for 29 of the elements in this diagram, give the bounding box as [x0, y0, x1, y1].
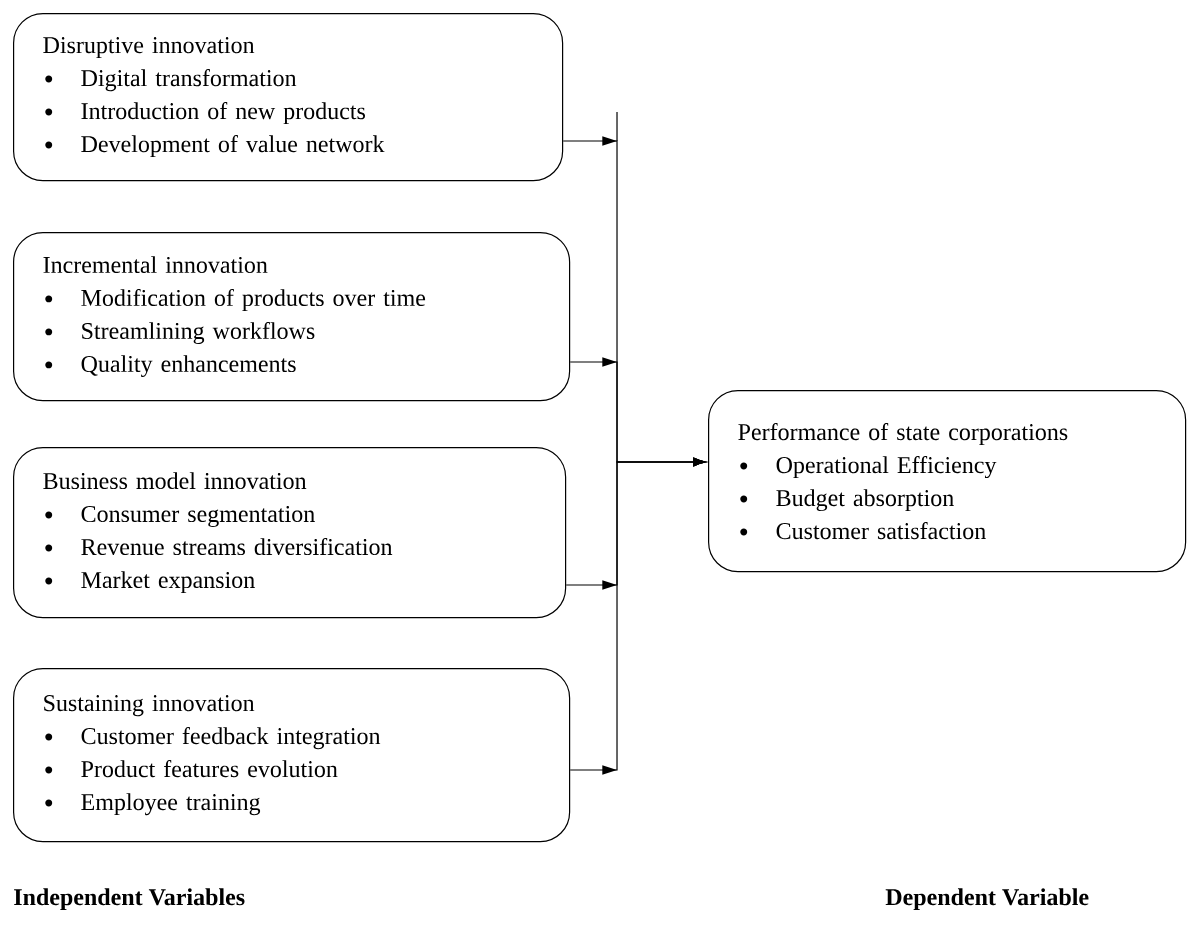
variable-box: [13, 447, 567, 619]
bullet-item: Customer satisfaction: [776, 522, 986, 540]
heading-text: Performance of state corporations: [738, 423, 1068, 446]
variable-box: [13, 668, 571, 843]
heading-text: Business model innovation: [43, 472, 307, 490]
bullet-item: Consumer segmentation: [81, 506, 315, 528]
bullet-item: Revenue streams diversification: [81, 538, 393, 556]
bullet-item: Market expansion: [81, 571, 255, 593]
variable-box: [13, 13, 564, 182]
heading-text: Incremental innovation: [43, 256, 268, 274]
connector-line: [616, 111, 618, 142]
variable-box: [13, 232, 571, 402]
heading-text: Disruptive innovation: [43, 37, 255, 59]
bullet-item: Customer feedback integration: [81, 727, 381, 750]
caption-label: Dependent Variable: [885, 888, 1089, 911]
bullet-item: Streamlining workflows: [82, 321, 315, 344]
bullet-item: Digital transformation: [81, 69, 297, 92]
heading-text: Sustaining innovation: [44, 695, 255, 717]
bullet-item: Modification of products over time: [81, 288, 426, 311]
bullet-item: Operational Efficiency: [776, 456, 997, 479]
bullet-item: Budget absorption: [776, 489, 954, 512]
bullet-item: Product features evolution: [81, 760, 338, 778]
caption-label: Independent Variables: [14, 888, 245, 911]
variable-box: [708, 390, 1187, 573]
bullet-item: Development of value network: [81, 135, 385, 158]
arrow: [569, 457, 706, 775]
bullet-item: Introduction of new products: [81, 102, 365, 125]
bullet-item: Employee training: [81, 793, 261, 816]
bullet-item: Quality enhancements: [81, 355, 296, 378]
